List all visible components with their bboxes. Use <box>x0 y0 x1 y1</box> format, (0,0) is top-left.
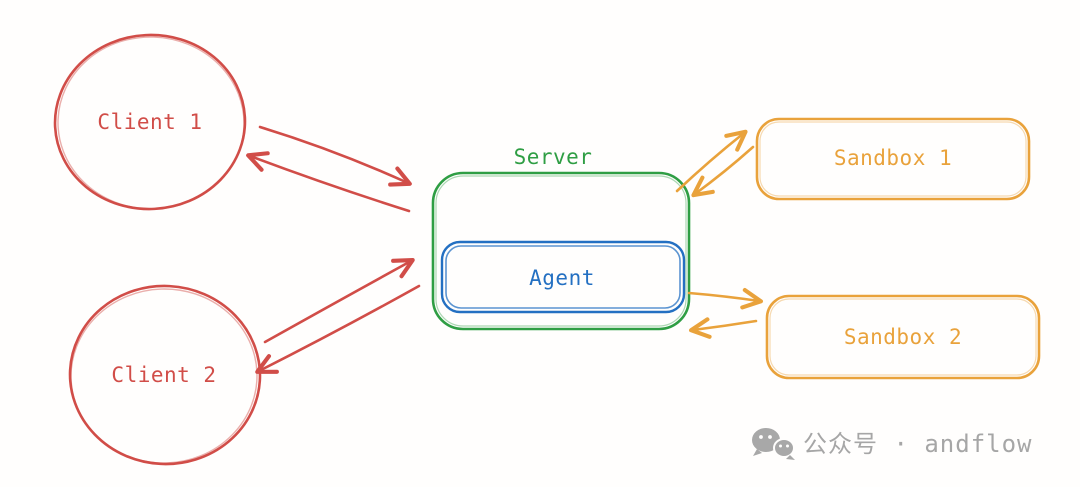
arrow-client1-to-server <box>258 125 412 187</box>
arrow-sandbox1-to-server <box>691 145 755 198</box>
watermark-text: 公众号 · andflow <box>803 430 1033 458</box>
client1-server-arrows <box>246 125 412 213</box>
wechat-icon <box>752 428 795 460</box>
sandbox1-label: Sandbox 1 <box>834 146 952 170</box>
sandbox2-box-sketch <box>769 298 1037 376</box>
server-sandbox2-arrows <box>687 288 763 339</box>
server-label: Server <box>514 145 593 169</box>
watermark: 公众号 · andflow <box>752 428 1033 460</box>
arrow-server-to-sandbox2 <box>687 288 763 310</box>
agent-box-sketch <box>445 245 681 309</box>
sandbox1-box <box>755 117 1031 201</box>
sandbox1-node: Sandbox 1 <box>755 117 1031 201</box>
server-sandbox1-arrows <box>675 129 755 198</box>
client1-circle-sketch <box>57 36 245 210</box>
client1-node: Client 1 <box>53 33 247 211</box>
sandbox1-box-sketch <box>759 121 1027 197</box>
sandbox2-label: Sandbox 2 <box>844 325 962 349</box>
sandbox2-node: Sandbox 2 <box>765 294 1041 380</box>
sandbox2-box <box>765 294 1041 380</box>
arrow-server-to-client1 <box>246 151 411 213</box>
arrow-sandbox2-to-server <box>689 317 758 339</box>
arrow-server-to-client2 <box>255 284 421 374</box>
agent-node: Agent <box>440 240 686 314</box>
client1-circle <box>53 33 247 211</box>
client2-node: Client 2 <box>68 284 262 466</box>
server-box <box>431 171 691 331</box>
arrow-client2-to-server <box>263 258 415 344</box>
client2-circle <box>68 284 262 466</box>
server-box-sketch <box>435 175 687 327</box>
arrow-server-to-sandbox1 <box>675 129 748 193</box>
server-node: Server Agent <box>431 145 691 331</box>
client2-label: Client 2 <box>111 363 216 387</box>
client2-server-arrows <box>255 258 421 374</box>
agent-box <box>440 240 686 314</box>
agent-label: Agent <box>529 266 595 290</box>
client1-label: Client 1 <box>97 110 202 134</box>
